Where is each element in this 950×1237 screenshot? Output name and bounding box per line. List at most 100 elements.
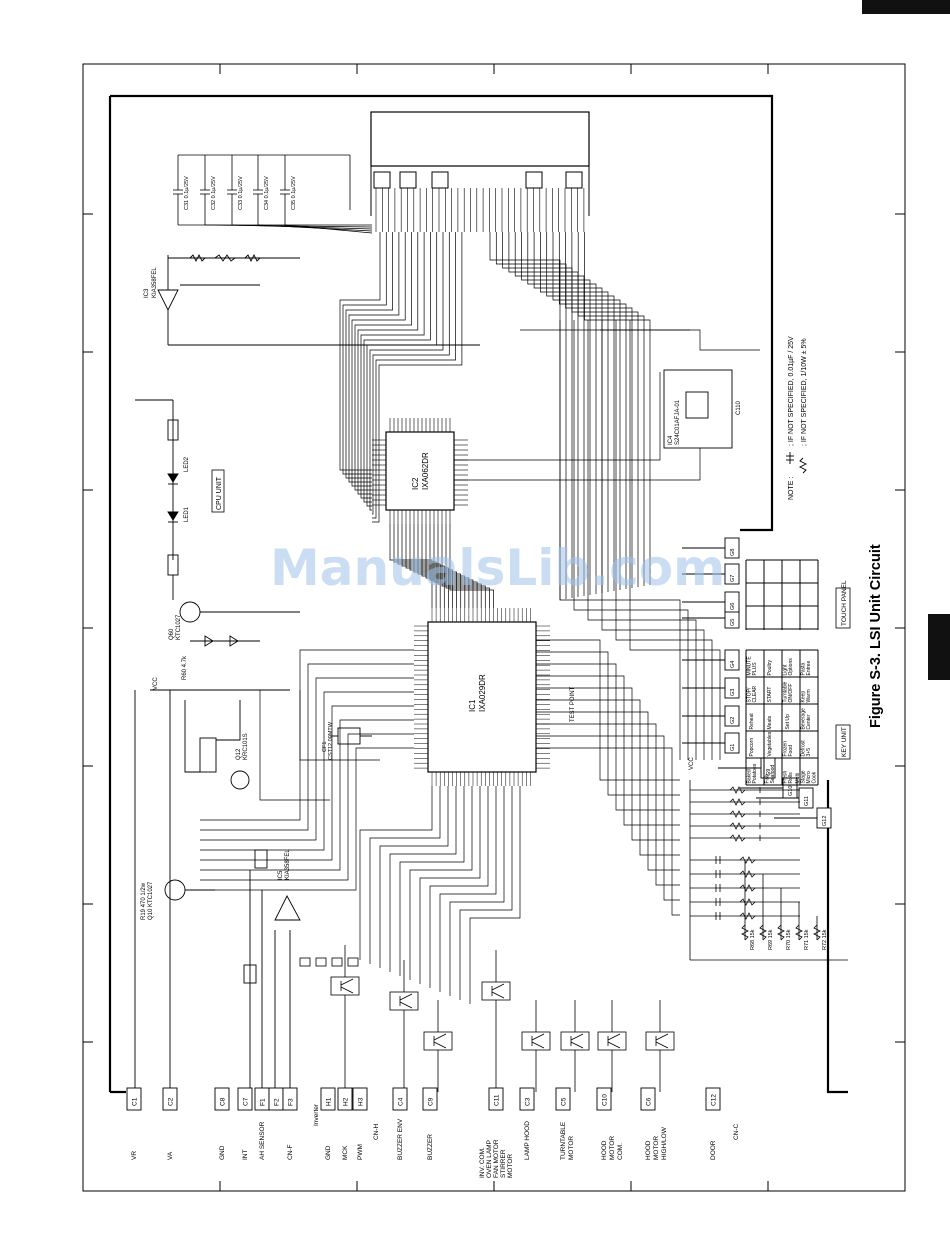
- key-pin-g10: G10: [740, 777, 798, 799]
- ic2-ref: IC2: [411, 477, 420, 490]
- svg-text:F1: F1: [260, 1098, 267, 1106]
- signal-label-h2: MCK: [342, 1145, 349, 1160]
- led-circuit: [135, 399, 300, 647]
- ic4-eeprom: [663, 369, 733, 449]
- signal-label-f1: AH SENSOR: [259, 1121, 266, 1160]
- cap-label: C35 0.1µ/25V: [291, 176, 297, 210]
- key-pin-g3: G3: [682, 677, 740, 699]
- signal-label-f3: CN-F: [287, 1144, 294, 1160]
- connector-pin-f1: F1: [254, 1087, 270, 1111]
- key-label: Set Up: [785, 714, 791, 730]
- key-label: Fish: [764, 774, 770, 784]
- key-pin-g7: G7: [682, 563, 740, 585]
- key-label: Defrost: [800, 740, 806, 757]
- key-label: MINUTE: [746, 656, 752, 676]
- key-label: Reheat: [749, 713, 755, 730]
- page-tab-side: [928, 614, 950, 680]
- svg-text:H3: H3: [358, 1097, 365, 1106]
- svg-text:C3: C3: [525, 1097, 532, 1106]
- q12-part: KRC101S: [243, 733, 249, 760]
- svg-text:G11: G11: [804, 796, 810, 806]
- signal-label-c5: MOTOR: [568, 1136, 575, 1160]
- signal-label-h3: PWM: [357, 1144, 364, 1160]
- ic1-ref: IC1: [468, 699, 477, 712]
- svg-text:C4: C4: [398, 1097, 405, 1106]
- cpu-unit-box: [211, 469, 225, 513]
- inv-line-label: INV. COM.: [479, 1147, 486, 1178]
- note-cap: ; IF NOT SPECIFIED, 0.01µF / 25V: [788, 336, 795, 446]
- key-label: Turntable: [782, 681, 788, 702]
- svg-text:G9: G9: [766, 769, 772, 776]
- key-label: Cook: [811, 771, 817, 783]
- svg-text:G12: G12: [822, 816, 828, 826]
- cap-label: C32 0.1µ/25V: [211, 176, 217, 210]
- key-label: CLEAR: [752, 685, 758, 702]
- signal-label-c6: HOOD: [645, 1140, 652, 1160]
- cpu-unit-label: CPU UNIT: [216, 476, 223, 510]
- ic4-ref: IC4: [668, 435, 674, 445]
- key-label: Meats: [767, 715, 773, 729]
- vcc-label-right: VCC: [689, 757, 695, 770]
- signal-label-c4: BUZZER ENV: [397, 1118, 404, 1160]
- signal-label-c7: INT: [242, 1150, 249, 1161]
- ic1-chip: [427, 621, 537, 773]
- svg-text:C5: C5: [561, 1097, 568, 1106]
- svg-text:C11: C11: [494, 1094, 501, 1106]
- signal-label-c6: MOTOR: [653, 1136, 660, 1160]
- ic5-ref: IC5: [278, 870, 284, 880]
- connector-pin-c8: C8: [214, 1087, 230, 1111]
- key-pin-g2: G2: [682, 705, 740, 727]
- key-pin-g6: G6: [682, 591, 740, 613]
- figure-title: Figure S-3. LSI Unit Circuit: [868, 544, 884, 728]
- ic4-part: S24C01AFJA-01: [675, 399, 681, 445]
- inv-line-label: OVEN LAMP: [486, 1140, 493, 1178]
- key-pin-g11: G11: [756, 787, 814, 809]
- svg-text:G7: G7: [730, 575, 736, 582]
- ic5-opamp: [243, 849, 301, 1092]
- cap-label: C31 0.1µ/25V: [184, 176, 190, 210]
- svg-text:F2: F2: [274, 1098, 281, 1106]
- q12-label: Q12: [236, 748, 242, 760]
- note-res: ; IF NOT SPECIFIED, 1/10W ± 5%: [801, 338, 808, 446]
- ladder-resistor-label: R72 15k: [822, 929, 828, 950]
- connector-pin-c9: C9: [422, 1087, 438, 1111]
- connector-pin-c6: C6: [640, 1087, 656, 1111]
- q10-transistor: [164, 879, 215, 901]
- signal-label-c8: GND: [219, 1145, 226, 1160]
- ladder-resistor-label: R70 15k: [786, 929, 792, 950]
- vcc-label-left: VCC: [153, 677, 159, 690]
- svg-text:C10: C10: [602, 1094, 609, 1106]
- ic1-part: IXA029DR: [478, 674, 487, 712]
- cf1-label: CF1: [322, 742, 328, 752]
- ic3-opamp: [157, 253, 480, 346]
- key-label: Baked: [746, 769, 752, 783]
- cap-label: C33 0.1µ/25V: [238, 176, 244, 210]
- signal-label-c3: LAMP HOOD: [524, 1121, 531, 1160]
- r60-label: R60 4.7k: [182, 655, 188, 680]
- key-label: Popcorn: [749, 738, 755, 757]
- touch-panel-box: [835, 587, 851, 629]
- ic1-pins: [414, 608, 550, 786]
- key-pin-g4: G4: [682, 649, 740, 671]
- inv-line-label: FAN MOTOR: [493, 1139, 500, 1178]
- driver-transistors: [299, 945, 675, 1092]
- svg-text:G5: G5: [730, 619, 736, 626]
- touch-panel-label: TOUCH PANEL: [841, 580, 848, 626]
- power-regulator: [134, 689, 290, 1092]
- ic5-part: KIA358FEL: [285, 849, 291, 880]
- key-label: PLUS: [752, 662, 758, 676]
- connector-pin-c11: C11: [488, 1087, 504, 1111]
- svg-text:G10: G10: [788, 786, 794, 796]
- inverter-label: Inverter: [313, 1103, 320, 1126]
- svg-text:G6: G6: [730, 603, 736, 610]
- top-connector: [370, 111, 590, 216]
- key-label: Potatoes: [752, 763, 758, 783]
- q60-part: KTC1027: [176, 614, 182, 640]
- signal-label-c12: DOOR: [710, 1140, 717, 1160]
- key-label: Food: [788, 745, 794, 757]
- key-label: Center: [806, 714, 812, 729]
